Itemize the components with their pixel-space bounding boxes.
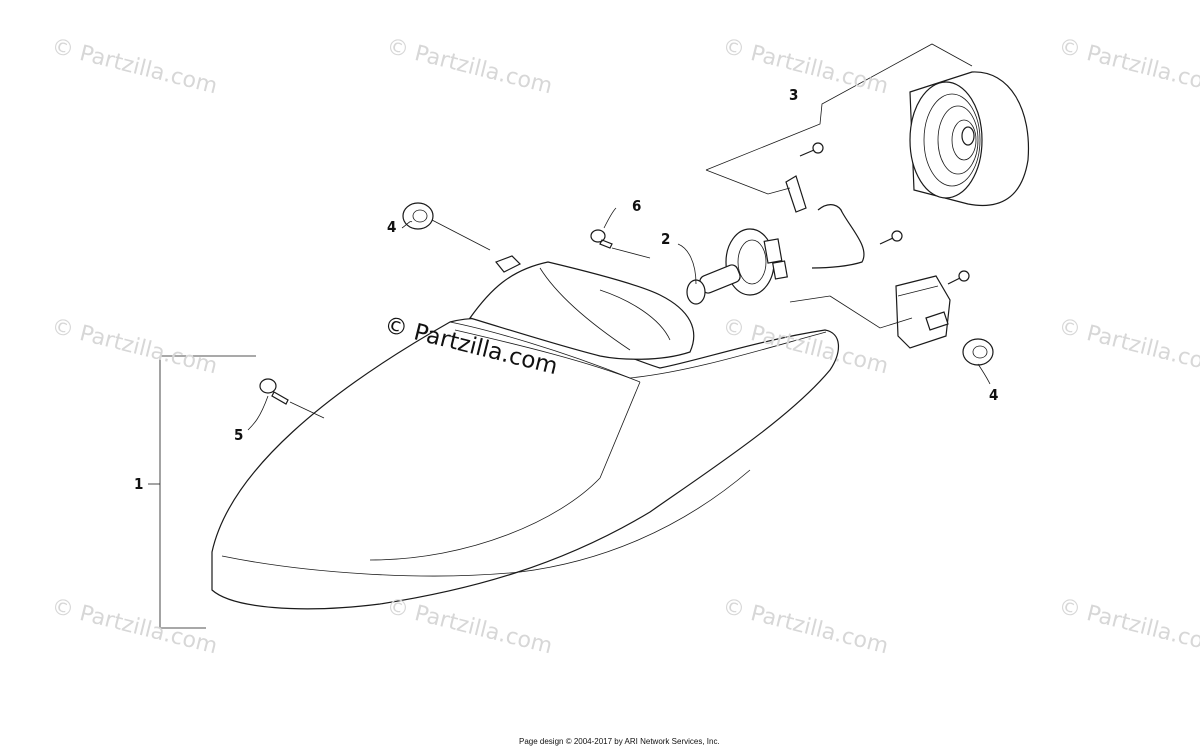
screw-5 <box>259 378 289 405</box>
callout-4-left: 4 <box>387 218 397 236</box>
mounting-bracket <box>895 275 951 349</box>
callout-6: 6 <box>632 197 642 215</box>
callout-3: 3 <box>789 86 799 104</box>
callout-2: 2 <box>661 230 671 248</box>
callout-1: 1 <box>134 475 144 493</box>
screw-small-c <box>947 270 970 285</box>
screw-6 <box>590 229 613 249</box>
callout-5: 5 <box>234 426 244 444</box>
callout-4-right: 4 <box>989 386 999 404</box>
spring-clip <box>785 175 865 269</box>
grommet-left <box>402 202 434 230</box>
footer-copyright: Page design © 2004-2017 by ARI Network S… <box>519 737 720 746</box>
grommet-right <box>962 338 994 366</box>
screw-small-b <box>879 230 903 245</box>
screw-small-a <box>799 142 824 157</box>
bulb-cover <box>909 71 1030 206</box>
leader-lines <box>148 43 991 629</box>
bulb <box>686 228 788 305</box>
headlight-housing <box>211 255 839 610</box>
